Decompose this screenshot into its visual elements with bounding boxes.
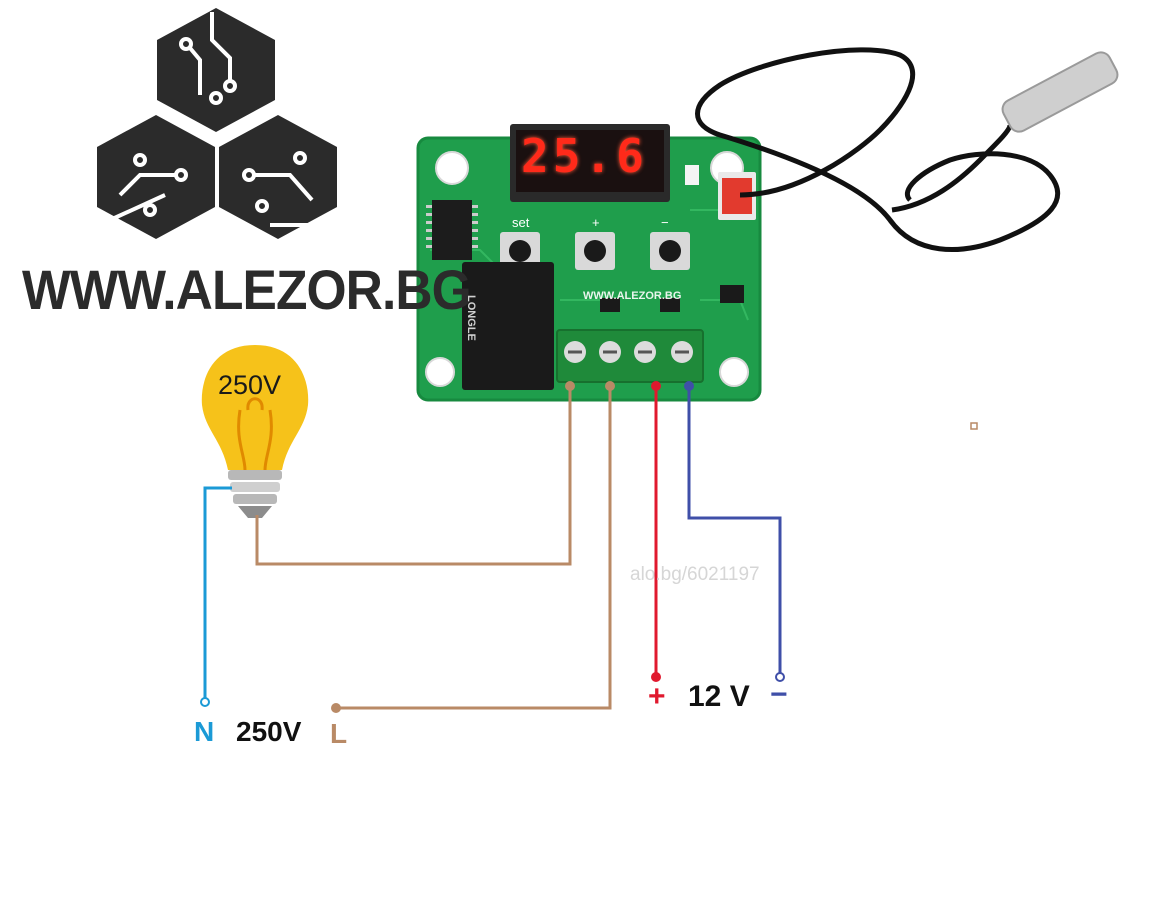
mount-hole	[719, 357, 749, 387]
bulb-icon	[201, 345, 309, 518]
neutral-label: N	[194, 716, 215, 747]
relay	[462, 262, 554, 390]
plus-button-label: +	[592, 215, 600, 230]
minus-button-label: −	[661, 215, 669, 230]
alezor-logo-icon	[97, 8, 337, 239]
terminal-block	[556, 329, 704, 383]
dc-voltage-label: 12 V	[688, 680, 750, 713]
set-button[interactable]	[500, 232, 540, 270]
stray-marker	[970, 422, 978, 430]
plus-button[interactable]	[575, 232, 615, 270]
neutral-wire	[203, 486, 232, 700]
set-button-label: set	[512, 215, 530, 230]
watermark-text: alo.bg/6021197	[630, 564, 760, 585]
dc-plus-label: +	[648, 680, 666, 713]
bulb-to-relay-wire	[255, 385, 572, 566]
live-label: L	[330, 718, 348, 749]
minus-button[interactable]	[650, 232, 690, 270]
dc-minus-label: −	[770, 678, 788, 711]
mount-hole	[435, 151, 469, 185]
relay-label: LONGLE	[465, 295, 477, 341]
live-wire	[336, 385, 612, 710]
mains-voltage-label: 250V	[236, 716, 302, 747]
bulb-voltage-label: 250V	[218, 370, 282, 400]
mount-hole	[425, 357, 455, 387]
probe-tip	[1001, 51, 1119, 133]
thermostat-module	[416, 124, 762, 402]
board-brand-text: WWW.ALEZOR.BG	[583, 290, 682, 302]
display-value: 25.6	[521, 129, 648, 183]
ic-chip	[432, 200, 472, 260]
brand-text: WWW.ALEZOR.BG	[22, 258, 472, 321]
dc-minus-wire	[687, 388, 782, 676]
temperature-probe	[695, 47, 1119, 252]
